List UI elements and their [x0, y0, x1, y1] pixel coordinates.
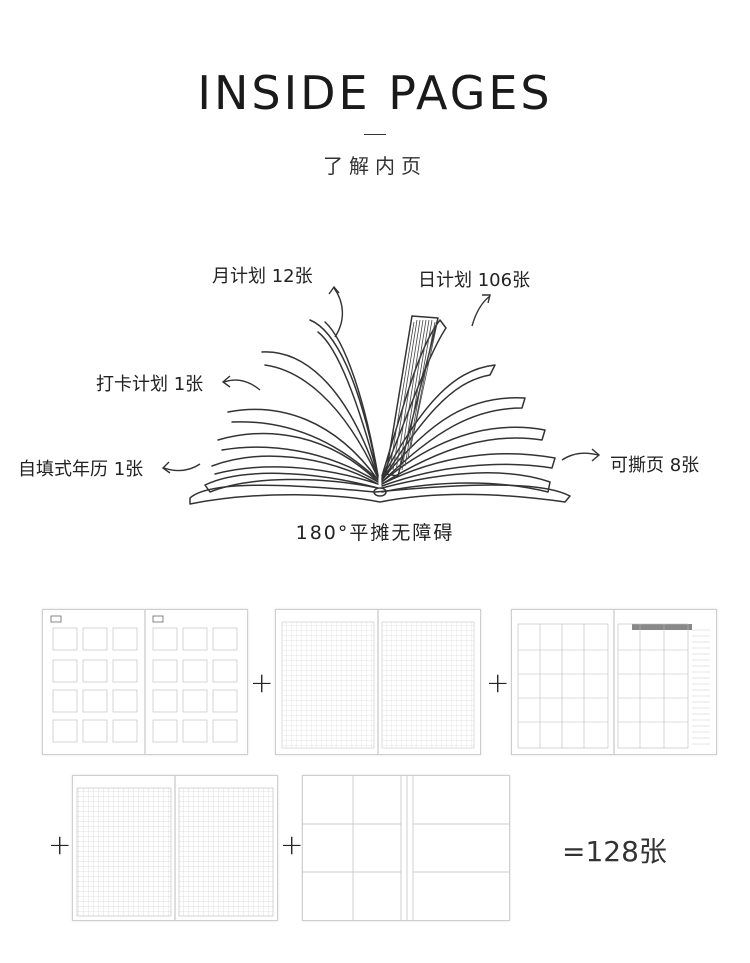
total-pages: =128张	[562, 835, 667, 868]
label-calendar: 自填式年历 1张	[18, 459, 144, 480]
label-tearable-pages: 可撕页 8张	[610, 455, 700, 476]
flat-open-caption: 180°平摊无障碍	[295, 522, 455, 544]
plus-sign: +	[48, 828, 72, 861]
tearable-grid-icon	[303, 776, 509, 920]
label-checkin-plan: 打卡计划 1张	[96, 374, 204, 395]
calendar-grid-icon	[50, 610, 238, 754]
arrow-tearable-icon	[561, 448, 601, 462]
arrow-daily-icon	[471, 294, 491, 327]
checkin-grid-icon	[281, 610, 475, 754]
tearable-spread-thumbnail	[302, 775, 510, 921]
daily-spread-thumbnail	[72, 775, 278, 921]
plus-sign: +	[486, 666, 510, 699]
arrow-monthly-icon	[328, 285, 344, 338]
checkin-spread-thumbnail	[275, 609, 481, 755]
title-divider	[364, 134, 386, 135]
open-book-illustration	[150, 270, 590, 510]
book-icon	[189, 315, 571, 505]
calendar-spread-thumbnail	[42, 609, 248, 755]
plus-sign: +	[280, 828, 304, 861]
daily-grid-icon	[76, 776, 274, 920]
monthly-spread-thumbnail	[511, 609, 717, 755]
arrow-calendar-icon	[161, 461, 201, 474]
label-monthly-plan: 月计划 12张	[212, 266, 313, 287]
label-daily-plan: 日计划 106张	[418, 270, 531, 291]
plus-sign: +	[250, 666, 274, 699]
page-subtitle: 了解内页	[323, 154, 427, 178]
page-title: INSIDE PAGES	[197, 66, 553, 120]
monthly-grid-icon	[517, 610, 710, 754]
arrow-checkin-icon	[221, 375, 261, 391]
